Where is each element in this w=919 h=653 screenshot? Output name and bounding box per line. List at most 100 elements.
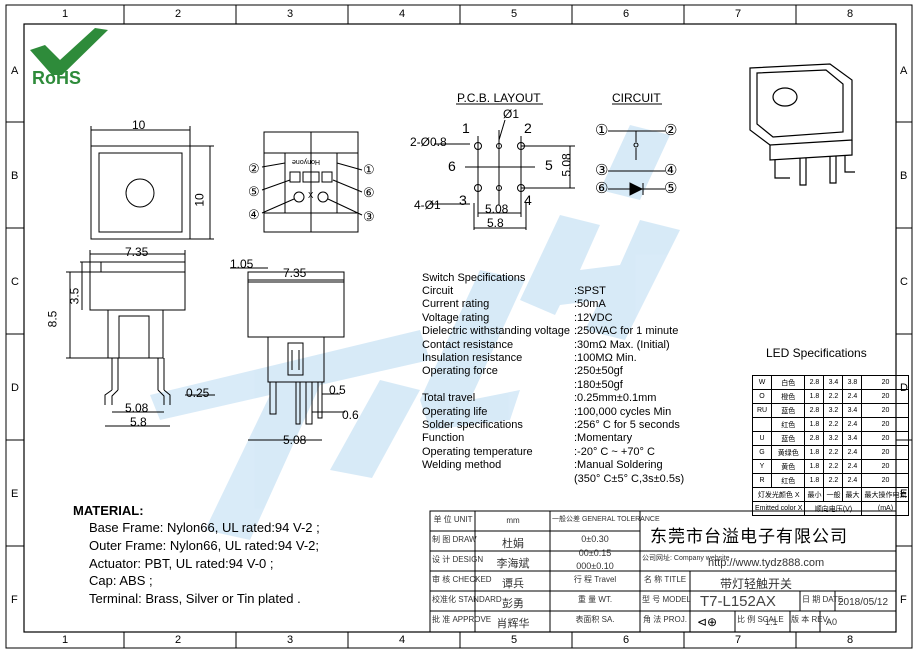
row-label-f: F — [11, 594, 18, 606]
led-cell: R — [752, 473, 772, 488]
tb-weight-label: 重 量 WT. — [577, 595, 613, 604]
spec-label: Solder specifications — [422, 419, 523, 432]
spec-label: Current rating — [422, 298, 490, 311]
led-cell: 2.2 — [823, 473, 844, 488]
front-view — [90, 126, 214, 240]
title-block-grid — [429, 510, 897, 633]
spec-value: :256° C for 5 seconds — [574, 419, 680, 432]
pcb-h1-dim: 5.08 — [485, 202, 509, 216]
company-website[interactable]: http://www.tydz888.com — [708, 557, 825, 569]
pcb-pin-2: 2 — [524, 120, 532, 136]
spec-label: Operating life — [422, 405, 488, 418]
col-label-2: 2 — [175, 8, 182, 20]
material-line: Cap: ABS ; — [89, 573, 153, 589]
led-cell: 2.4 — [842, 417, 863, 432]
side-top-dim: 3.5 — [67, 287, 82, 305]
led-cell: 红色 — [770, 473, 806, 488]
spec-value: :250±50gf — [574, 365, 623, 378]
bottom-pin-6: ⑥ — [363, 185, 375, 200]
pcb-layout — [430, 103, 575, 230]
led-cell: 3.2 — [823, 403, 844, 418]
watermark — [150, 125, 680, 540]
col-label-4: 4 — [399, 8, 406, 20]
led-footer-cell: 顺向电压(V) — [804, 501, 863, 516]
led-specs-title: LED Specifications — [766, 346, 867, 360]
led-cell: 20 — [861, 403, 910, 418]
pcb-led-hole: Ø1 — [503, 107, 520, 121]
circuit-diagram — [608, 103, 665, 196]
spec-value: (350° C±5° C,3s±0.5s) — [574, 472, 685, 485]
tb-scale-label: 比 例 SCALE — [737, 615, 784, 624]
led-cell: 3.4 — [842, 431, 863, 446]
tb-unit-label: 单 位 UNIT — [433, 515, 473, 524]
led-cell: O — [752, 389, 772, 404]
row-label-b: B — [11, 170, 19, 182]
row-label-a: A — [11, 65, 19, 77]
side-pitch1-dim: 5.08 — [125, 401, 149, 415]
tb-travel-label: 行 程 Travel — [573, 575, 617, 584]
brand-mark: Honyone — [292, 158, 321, 165]
tb-standard-label: 校准化 STANDARD — [432, 595, 502, 604]
bottom-pin-2: ② — [248, 161, 260, 176]
side-view — [66, 250, 215, 427]
tb-date-label: 日 期 DATE — [802, 595, 844, 604]
led-footer-cell: Emitted color X — [751, 501, 806, 516]
front-height-dim: 10 — [192, 193, 207, 207]
side2-body-dim: 7.35 — [283, 266, 307, 280]
led-footer-cell: 最小 — [804, 487, 825, 502]
spec-value: :100MΩ Min. — [574, 352, 637, 365]
tb-date-value: 2018/05/12 — [838, 597, 889, 608]
row-label-d: D — [11, 382, 19, 394]
led-cell: 20 — [861, 473, 910, 488]
pcb-pin-6: 6 — [448, 158, 456, 174]
led-footer-cell: 最大 — [842, 487, 863, 502]
spec-value: :SPST — [574, 285, 606, 297]
col-label-7-bottom: 7 — [735, 634, 742, 646]
spec-label: Function — [422, 432, 465, 445]
material-list: Base Frame: Nylon66, UL rated:94 V-2 ; O… — [89, 519, 320, 608]
material-line: Outer Frame: Nylon66, UL rated:94 V-2; — [89, 537, 320, 553]
led-cell: 红色 — [770, 417, 806, 432]
material-title: MATERIAL: — [73, 503, 144, 518]
bottom-pin-1: ① — [363, 162, 375, 177]
tb-rev-label: 版 本 REV. — [791, 615, 830, 624]
led-cell: U — [752, 431, 772, 446]
spec-label: Welding method — [422, 459, 502, 472]
tb-tol-2: 00±0.15 — [578, 548, 612, 558]
led-cell: 3.4 — [842, 403, 863, 418]
spec-value: :Momentary — [574, 432, 633, 445]
tb-name-label: 名 称 TITLE — [643, 575, 687, 584]
row-label-f-right: F — [900, 594, 907, 606]
col-label-6: 6 — [623, 8, 630, 20]
led-cell: 2.4 — [842, 473, 863, 488]
led-cell — [752, 417, 772, 432]
spec-value: :250VAC for 1 minute — [574, 325, 679, 338]
material-line: Terminal: Brass, Silver or Tin plated . — [89, 591, 301, 607]
switch-specs-labels: Circuit Current rating Voltage rating Di… — [422, 285, 570, 473]
led-cell: 1.8 — [804, 417, 825, 432]
led-footer-cell: 灯发光颜色 X — [751, 487, 806, 502]
side2-pin2-dim: 0.6 — [342, 408, 359, 422]
front-width-dim: 10 — [132, 118, 146, 132]
tb-scale-value: 1:1 — [765, 617, 778, 627]
led-cell: 2.4 — [842, 389, 863, 404]
side-body-dim: 7.35 — [125, 245, 149, 259]
spec-value: :180±50gf — [574, 378, 623, 391]
led-cell: 20 — [861, 375, 910, 390]
spec-value: :Manual Soldering — [574, 459, 663, 472]
pcb-small-hole: 2-Ø0.8 — [410, 135, 447, 149]
switch-specs-title: Switch Specifications — [422, 272, 526, 284]
led-cell: 2.2 — [823, 445, 844, 460]
spec-value: :100,000 cycles Min — [574, 405, 672, 418]
